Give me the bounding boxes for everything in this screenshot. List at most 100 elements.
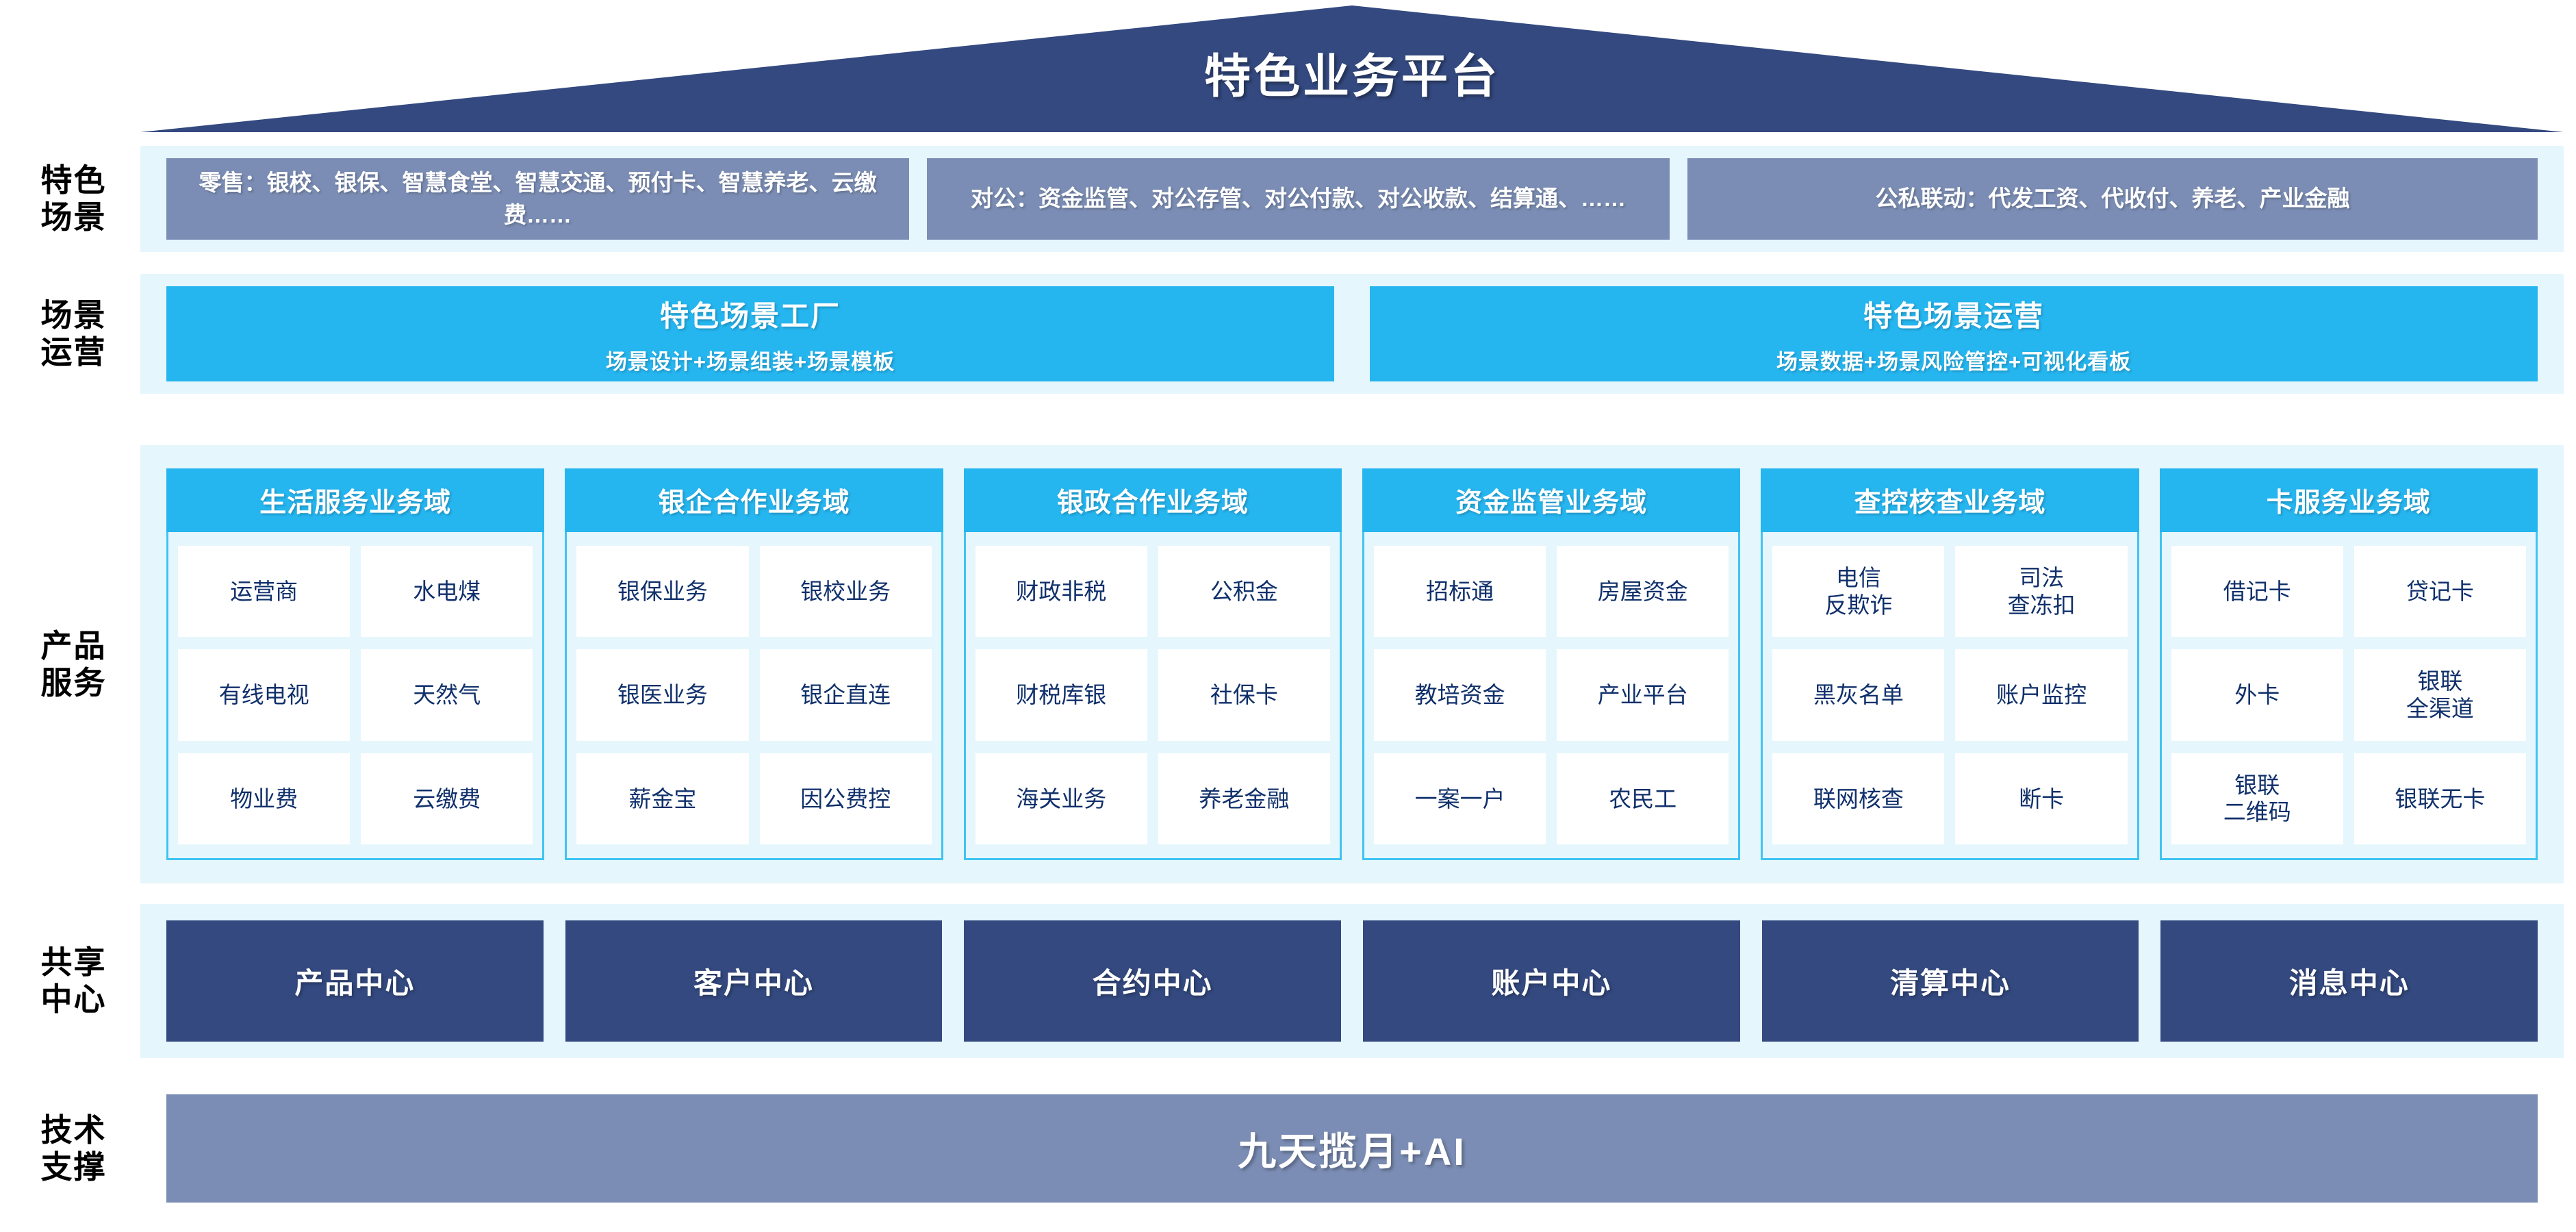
service-tile[interactable]: 断卡 <box>1955 753 2128 844</box>
business-domain-tile-row: 有线电视天然气 <box>178 649 533 741</box>
scene-operation-title: 特色场景运营 <box>1863 299 2044 332</box>
business-domain-tile-row: 运营商水电煤 <box>178 546 533 638</box>
scene-box-3: 公私联动：代发工资、代收付、养老、产业金融 <box>1687 158 2538 240</box>
business-domain-tiles: 银保业务银校业务银医业务银企直连薪金宝因公费控 <box>565 532 943 860</box>
business-domain-tile-row: 联网核查断卡 <box>1772 753 2128 844</box>
service-tile[interactable]: 物业费 <box>178 753 350 844</box>
shared-center-box[interactable]: 客户中心 <box>565 920 943 1042</box>
scene-operation-subtitle: 场景设计+场景组装+场景模板 <box>605 349 895 374</box>
scene-operation-box-2: 特色场景运营场景数据+场景风险管控+可视化看板 <box>1370 286 2538 381</box>
business-domain-tile-row: 黑灰名单账户监控 <box>1772 649 2128 741</box>
business-domain-tile-row: 银联 二维码银联无卡 <box>2171 753 2526 844</box>
featured-scenes-boxes: 零售：银校、银保、智慧食堂、智慧交通、预付卡、智慧养老、云缴费……对公：资金监管… <box>166 158 2538 240</box>
shared-center-box[interactable]: 账户中心 <box>1363 920 1740 1042</box>
service-tile[interactable]: 社保卡 <box>1158 649 1330 741</box>
business-domain-column: 银企合作业务域银保业务银校业务银医业务银企直连薪金宝因公费控 <box>565 468 943 860</box>
service-tile[interactable]: 联网核查 <box>1772 753 1945 844</box>
business-domain-tile-row: 财税库银社保卡 <box>975 649 1330 741</box>
business-domain-title: 银政合作业务域 <box>963 468 1342 532</box>
business-domain-column: 资金监管业务域招标通房屋资金教培资金产业平台一案一户农民工 <box>1362 468 1741 860</box>
service-tile[interactable]: 贷记卡 <box>2354 546 2526 638</box>
shared-center-box[interactable]: 清算中心 <box>1761 920 2139 1042</box>
shared-center-box[interactable]: 产品中心 <box>166 920 544 1042</box>
page-title: 特色业务平台 <box>1203 51 1500 103</box>
scene-operation-title: 特色场景工厂 <box>659 299 841 332</box>
service-tile[interactable]: 农民工 <box>1557 753 1729 844</box>
business-domain-column: 生活服务业务域运营商水电煤有线电视天然气物业费云缴费 <box>166 468 545 860</box>
row-label-tech-support: 技术 支撑 <box>40 1111 107 1185</box>
service-tile[interactable]: 养老金融 <box>1158 753 1330 844</box>
business-domain-column: 查控核查业务域电信 反欺诈司法 查冻扣黑灰名单账户监控联网核查断卡 <box>1761 468 2139 860</box>
service-tile[interactable]: 一案一户 <box>1373 753 1546 844</box>
scene-box-2: 对公：资金监管、对公存管、对公付款、对公收款、结算通、…… <box>927 158 1670 240</box>
business-domain-title: 卡服务业务域 <box>2159 468 2538 532</box>
tech-support-bar: 九天揽月+AI <box>166 1094 2538 1203</box>
service-tile[interactable]: 银保业务 <box>576 546 749 638</box>
business-domain-title: 资金监管业务域 <box>1362 468 1741 532</box>
service-tile[interactable]: 招标通 <box>1373 546 1546 638</box>
scene-box-1: 零售：银校、银保、智慧食堂、智慧交通、预付卡、智慧养老、云缴费…… <box>166 158 909 240</box>
business-domain-tile-row: 薪金宝因公费控 <box>576 753 932 844</box>
service-tile[interactable]: 银联 二维码 <box>2171 753 2343 844</box>
service-tile[interactable]: 产业平台 <box>1557 649 1729 741</box>
business-domain-tile-row: 财政非税公积金 <box>975 546 1330 638</box>
business-domain-tile-row: 银医业务银企直连 <box>576 649 932 741</box>
row-label-product-services: 产品 服务 <box>40 627 107 701</box>
row-label-featured-scenes: 特色 场景 <box>40 162 107 236</box>
business-domain-title: 生活服务业务域 <box>166 468 545 532</box>
scene-operations-boxes: 特色场景工厂场景设计+场景组装+场景模板特色场景运营场景数据+场景风险管控+可视… <box>166 286 2538 381</box>
service-tile[interactable]: 公积金 <box>1158 546 1330 638</box>
service-tile[interactable]: 房屋资金 <box>1557 546 1729 638</box>
service-tile[interactable]: 云缴费 <box>361 753 533 844</box>
section-shared-centers <box>140 904 2564 1058</box>
business-domain-column: 银政合作业务域财政非税公积金财税库银社保卡海关业务养老金融 <box>963 468 1342 860</box>
business-domain-tile-row: 一案一户农民工 <box>1373 753 1729 844</box>
service-tile[interactable]: 银企直连 <box>759 649 932 741</box>
business-domain-tiles: 电信 反欺诈司法 查冻扣黑灰名单账户监控联网核查断卡 <box>1761 532 2139 860</box>
service-tile[interactable]: 银医业务 <box>576 649 749 741</box>
scene-operation-subtitle: 场景数据+场景风险管控+可视化看板 <box>1776 349 2132 374</box>
service-tile[interactable]: 外卡 <box>2171 649 2343 741</box>
service-tile[interactable]: 财政非税 <box>975 546 1147 638</box>
business-domain-tile-row: 海关业务养老金融 <box>975 753 1330 844</box>
business-domain-tile-row: 物业费云缴费 <box>178 753 533 844</box>
service-tile[interactable]: 银联 全渠道 <box>2354 649 2526 741</box>
service-tile[interactable]: 财税库银 <box>975 649 1147 741</box>
business-domain-tiles: 招标通房屋资金教培资金产业平台一案一户农民工 <box>1362 532 1741 860</box>
shared-center-boxes: 产品中心客户中心合约中心账户中心清算中心消息中心 <box>166 920 2538 1042</box>
service-tile[interactable]: 水电煤 <box>361 546 533 638</box>
business-domain-tile-row: 银保业务银校业务 <box>576 546 932 638</box>
shared-center-box[interactable]: 消息中心 <box>2160 920 2538 1042</box>
scene-operation-box-1: 特色场景工厂场景设计+场景组装+场景模板 <box>166 286 1334 381</box>
business-domain-tiles: 财政非税公积金财税库银社保卡海关业务养老金融 <box>963 532 1342 860</box>
business-domain-tile-row: 教培资金产业平台 <box>1373 649 1729 741</box>
service-tile[interactable]: 黑灰名单 <box>1772 649 1945 741</box>
service-tile[interactable]: 有线电视 <box>178 649 350 741</box>
row-label-scene-operations: 场景 运营 <box>40 297 107 370</box>
business-domain-tiles: 运营商水电煤有线电视天然气物业费云缴费 <box>166 532 545 860</box>
row-label-shared-centers: 共享 中心 <box>40 944 107 1018</box>
service-tile[interactable]: 账户监控 <box>1955 649 2128 741</box>
service-tile[interactable]: 海关业务 <box>975 753 1147 844</box>
service-tile[interactable]: 因公费控 <box>759 753 932 844</box>
product-service-domains: 生活服务业务域运营商水电煤有线电视天然气物业费云缴费银企合作业务域银保业务银校业… <box>166 468 2538 860</box>
business-domain-column: 卡服务业务域借记卡贷记卡外卡银联 全渠道银联 二维码银联无卡 <box>2159 468 2538 860</box>
service-tile[interactable]: 司法 查冻扣 <box>1955 546 2128 638</box>
service-tile[interactable]: 借记卡 <box>2171 546 2343 638</box>
business-domain-tiles: 借记卡贷记卡外卡银联 全渠道银联 二维码银联无卡 <box>2159 532 2538 860</box>
service-tile[interactable]: 教培资金 <box>1373 649 1546 741</box>
business-domain-tile-row: 招标通房屋资金 <box>1373 546 1729 638</box>
service-tile[interactable]: 薪金宝 <box>576 753 749 844</box>
service-tile[interactable]: 银校业务 <box>759 546 932 638</box>
business-domain-tile-row: 外卡银联 全渠道 <box>2171 649 2526 741</box>
service-tile[interactable]: 天然气 <box>361 649 533 741</box>
platform-roof-banner: 特色业务平台 <box>140 5 2564 132</box>
service-tile[interactable]: 电信 反欺诈 <box>1772 546 1945 638</box>
business-domain-tile-row: 电信 反欺诈司法 查冻扣 <box>1772 546 2128 638</box>
service-tile[interactable]: 运营商 <box>178 546 350 638</box>
business-domain-title: 银企合作业务域 <box>565 468 943 532</box>
business-domain-title: 查控核查业务域 <box>1761 468 2139 532</box>
shared-center-box[interactable]: 合约中心 <box>964 920 1342 1042</box>
service-tile[interactable]: 银联无卡 <box>2354 753 2526 844</box>
